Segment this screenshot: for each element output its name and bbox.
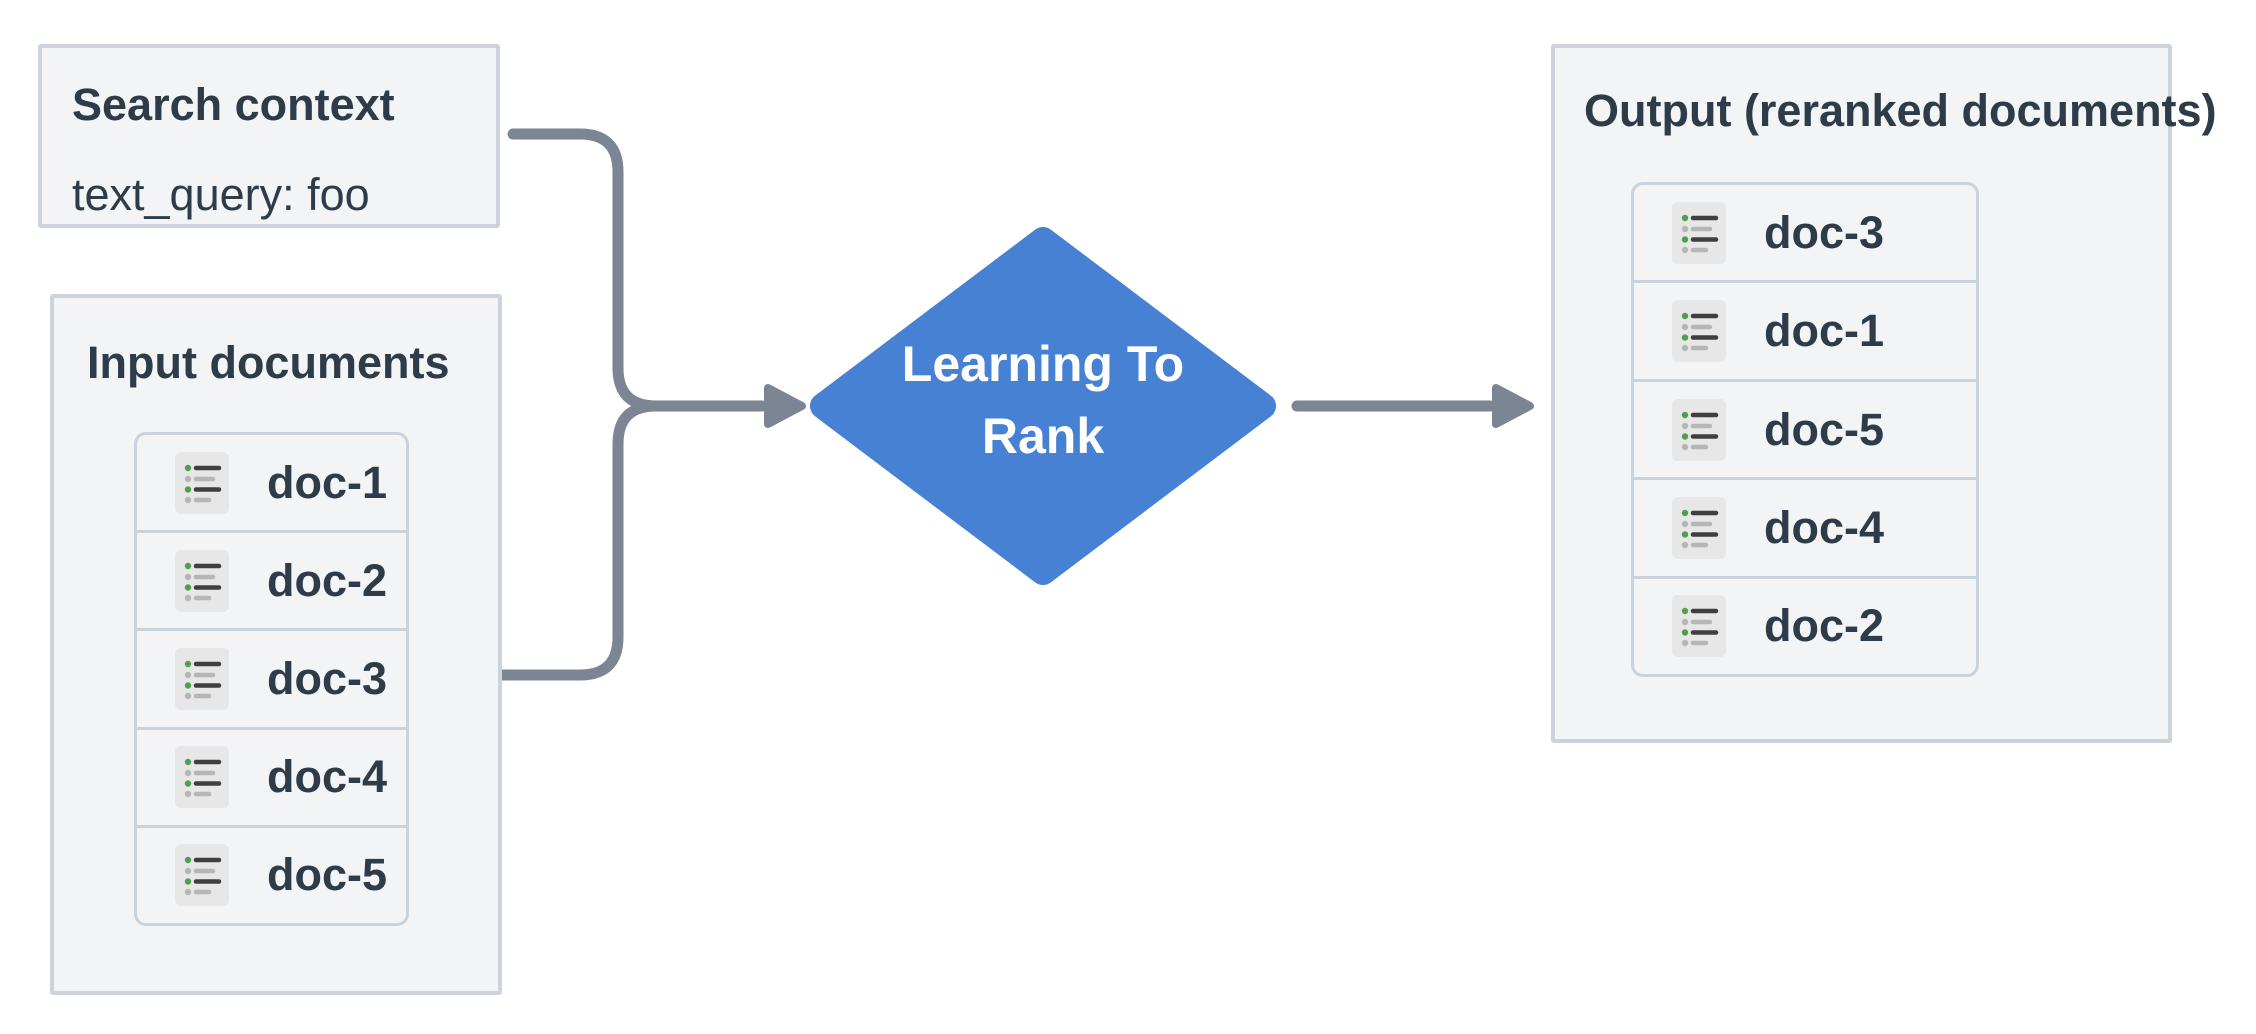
search-context-panel: Search context text_query: foo	[38, 44, 500, 228]
list-icon	[175, 451, 229, 514]
doc-item: doc-5	[137, 824, 406, 923]
list-icon	[175, 844, 229, 907]
search-context-title: Search context	[72, 79, 395, 130]
output-documents-panel: Output (reranked documents) doc-3 doc-1 …	[1551, 44, 2217, 743]
merged-input-arrowhead-icon	[764, 384, 806, 428]
doc-item: doc-1	[1634, 280, 1976, 378]
search-context-connector	[507, 128, 662, 412]
doc-item: doc-3	[1634, 185, 1976, 280]
doc-item: doc-1	[137, 435, 406, 530]
list-icon	[1672, 398, 1726, 461]
doc-label: doc-5	[267, 849, 388, 901]
list-icon	[1672, 595, 1726, 658]
input-documents-title: Input documents	[87, 337, 450, 388]
doc-item: doc-2	[1634, 575, 1976, 674]
doc-label: doc-1	[267, 456, 388, 508]
input-documents-connector	[496, 400, 662, 681]
output-documents-title: Output (reranked documents)	[1584, 85, 2217, 136]
doc-item: doc-2	[137, 530, 406, 628]
doc-label: doc-3	[267, 653, 388, 704]
doc-label: doc-3	[1764, 206, 1885, 258]
input-documents-panel: Input documents doc-1 doc-2 doc-3 doc-4 …	[50, 294, 502, 995]
search-context-query-text: text_query: foo	[72, 169, 370, 220]
doc-item: doc-3	[137, 628, 406, 726]
list-icon	[1672, 496, 1726, 559]
doc-label: doc-2	[1764, 600, 1885, 652]
list-icon	[175, 549, 229, 612]
doc-label: doc-2	[267, 554, 388, 606]
doc-item: doc-4	[137, 726, 406, 825]
doc-item: doc-5	[1634, 378, 1976, 477]
doc-label: doc-1	[1764, 305, 1885, 357]
list-icon	[175, 648, 229, 710]
list-icon	[1672, 201, 1726, 264]
ltr-node-label: Learning To Rank	[901, 336, 1185, 464]
list-icon	[175, 746, 229, 809]
output-doc-list: doc-3 doc-1 doc-5 doc-4 doc-2	[1631, 182, 1979, 677]
output-arrowhead-icon	[1492, 384, 1534, 428]
doc-label: doc-4	[267, 751, 388, 803]
doc-label: doc-4	[1764, 501, 1885, 553]
doc-label: doc-5	[1764, 403, 1885, 455]
list-icon	[1672, 300, 1726, 363]
input-doc-list: doc-1 doc-2 doc-3 doc-4 doc-5	[134, 432, 409, 926]
doc-item: doc-4	[1634, 477, 1976, 575]
